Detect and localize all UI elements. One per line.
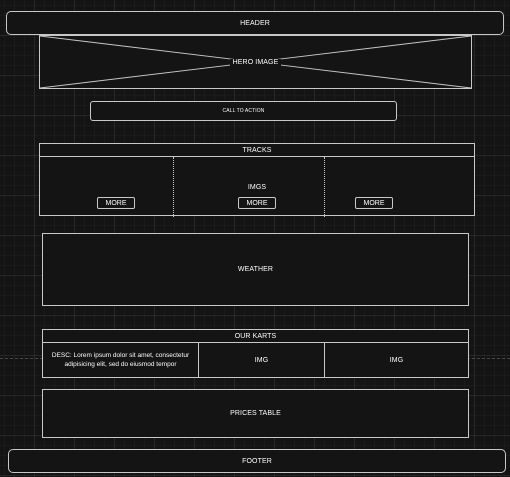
kart-image-label: IMG — [254, 356, 269, 364]
tracks-title-bar: TRACKS — [40, 144, 474, 157]
kart-description-cell: DESC: Lorem ipsum dolor sit amet, consec… — [43, 343, 199, 377]
kart-image-placeholder-1: IMG — [199, 343, 325, 377]
tracks-images-placeholder: IMGS — [40, 176, 474, 194]
footer-placeholder: FOOTER — [8, 449, 506, 473]
more-button-label: MORE — [105, 199, 127, 207]
kart-description-text: DESC: Lorem ipsum dolor sit amet, consec… — [51, 352, 190, 368]
kart-image-label: IMG — [389, 356, 404, 364]
more-button-label: MORE — [246, 199, 268, 207]
column-divider — [324, 157, 325, 217]
header-placeholder: HEADER — [6, 11, 504, 35]
kart-image-placeholder-2: IMG — [325, 343, 468, 377]
hero-image-placeholder: HERO IMAGE — [39, 35, 472, 89]
our-karts-section: OUR KARTS DESC: Lorem ipsum dolor sit am… — [42, 329, 469, 378]
call-to-action-button[interactable]: CALL TO ACTION — [90, 101, 397, 121]
track-more-button-2[interactable]: MORE — [238, 197, 276, 209]
tracks-section: TRACKS IMGS MORE MORE MORE — [39, 143, 475, 217]
hero-image-label: HERO IMAGE — [229, 58, 282, 66]
tracks-images-label: IMGS — [247, 184, 267, 191]
prices-table-placeholder: PRICES TABLE — [42, 389, 469, 438]
footer-label: FOOTER — [242, 457, 272, 465]
karts-title: OUR KARTS — [234, 332, 277, 340]
track-more-button-3[interactable]: MORE — [355, 197, 393, 209]
karts-title-bar: OUR KARTS — [43, 330, 468, 343]
track-more-button-1[interactable]: MORE — [97, 197, 135, 209]
weather-placeholder: WEATHER — [42, 233, 469, 306]
header-label: HEADER — [240, 19, 270, 27]
prices-table-label: PRICES TABLE — [230, 410, 281, 417]
tracks-title: TRACKS — [242, 146, 272, 154]
more-button-label: MORE — [363, 199, 385, 207]
column-divider — [173, 157, 174, 217]
weather-label: WEATHER — [237, 266, 274, 273]
call-to-action-label: CALL TO ACTION — [222, 108, 265, 114]
